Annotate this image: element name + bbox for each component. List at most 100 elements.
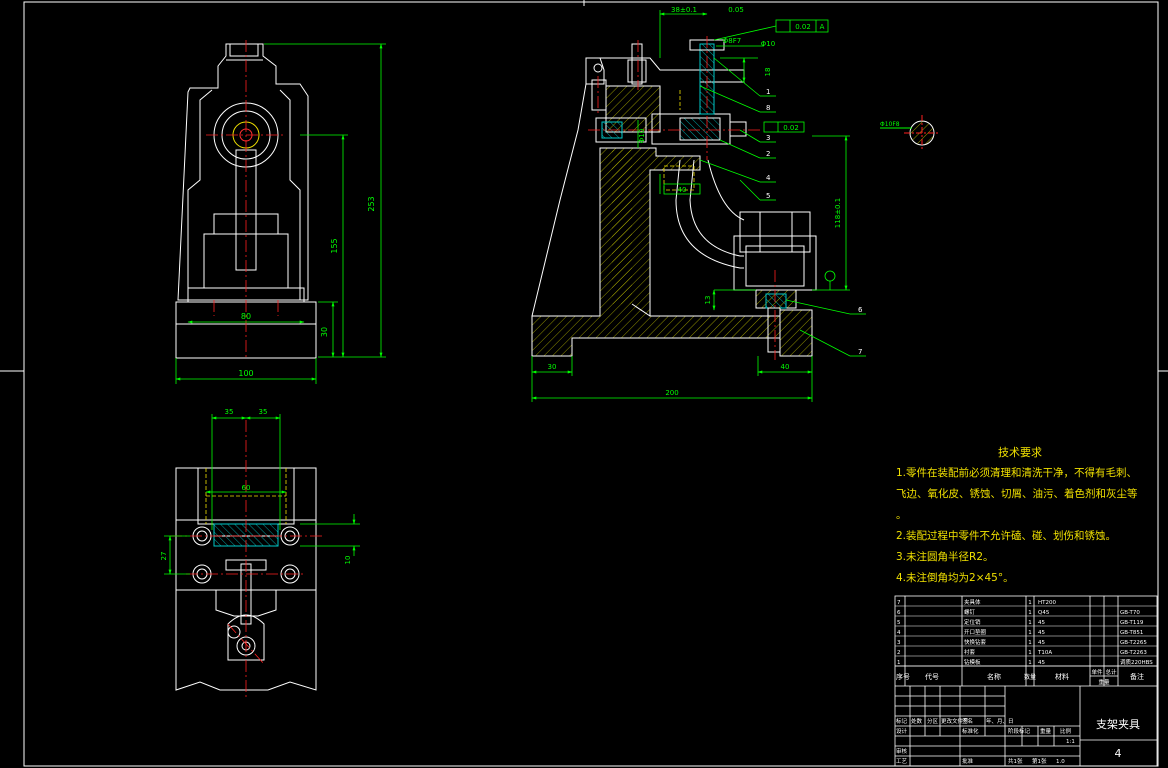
balloon-labels: 1 8 3 2 4 5 6 7 xyxy=(766,88,863,356)
parts-cell-material: 45 xyxy=(1038,660,1045,666)
dim-left-half: 35 xyxy=(225,408,234,416)
balloon-3: 3 xyxy=(766,134,770,142)
parts-cell-name: 钻模板 xyxy=(964,658,981,666)
dim-top-tol: 0.05 xyxy=(728,6,744,14)
dim-overall-width: 100 xyxy=(238,369,253,378)
tb-weight: 重量 xyxy=(1040,727,1052,735)
parts-cell-note: GB-T2265 xyxy=(1120,640,1147,646)
drawing-number: 4 xyxy=(1115,747,1122,760)
dim-bore2: Φ10 xyxy=(761,40,775,48)
dim-base-height: 30 xyxy=(320,327,329,337)
tb-sheets: 共1张 xyxy=(1008,757,1023,765)
header-material: 材料 xyxy=(1055,672,1069,681)
sheet-border xyxy=(23,1,1159,767)
header-weight: 重量 xyxy=(1098,678,1110,686)
balloon-1: 1 xyxy=(766,88,770,96)
top-view-dims xyxy=(164,414,360,575)
tb-approve: 批准 xyxy=(962,757,974,765)
balloon-8: 8 xyxy=(766,104,770,112)
dim-small: 40 xyxy=(678,186,687,194)
parts-cell-qty: 1 xyxy=(1028,620,1032,626)
gdt-datum: A xyxy=(820,23,825,31)
tb-sheet: 第1张 xyxy=(1032,757,1047,765)
parts-cell-no: 4 xyxy=(897,630,901,636)
tb-process: 工艺 xyxy=(896,758,908,765)
detail-section: Φ10F8 xyxy=(880,115,940,151)
tech-req-line: 飞边、氧化皮、锈蚀、切屑、油污、着色剂和灰尘等 xyxy=(896,488,1138,500)
tb-date: 年、月、日 xyxy=(986,717,1014,725)
parts-cell-note: 调质220HBS xyxy=(1120,658,1153,666)
gdt-value: 0.02 xyxy=(795,23,811,31)
section-view-centerlines xyxy=(588,36,776,360)
dim-overall-width-section: 200 xyxy=(665,389,678,397)
header-unit-weight: 单件 xyxy=(1091,668,1103,676)
dim-top-offset: 38±0.1 xyxy=(671,6,697,14)
header-qty: 数量 xyxy=(1024,673,1036,681)
parts-cell-no: 7 xyxy=(897,600,901,606)
tech-req-line: 2.装配过程中零件不允许磕、碰、划伤和锈蚀。 xyxy=(896,530,1117,542)
parts-cell-no: 6 xyxy=(897,610,901,616)
parts-cell-qty: 1 xyxy=(1028,660,1032,666)
balloon-7: 7 xyxy=(858,348,862,356)
tech-req-line: 3.未注圆角半径R2。 xyxy=(896,551,994,563)
top-view-centerlines xyxy=(170,420,322,700)
balloon-6: 6 xyxy=(858,306,863,314)
parts-cell-no: 2 xyxy=(897,650,901,656)
dim-right-base: 40 xyxy=(781,363,790,371)
section-view-hidden xyxy=(663,90,695,191)
parts-list-grid xyxy=(894,595,1158,767)
tb-sign: 签名 xyxy=(962,717,973,725)
tb-scale-label: 比例 xyxy=(1060,727,1072,735)
dim-mid-height: 155 xyxy=(330,238,339,253)
parts-cell-name: 夹具体 xyxy=(964,598,981,606)
tb-zone: 分区 xyxy=(927,717,939,725)
tb-stage-mark: 阶段标记 xyxy=(1008,727,1031,735)
parts-cell-no: 5 xyxy=(897,620,901,626)
dim-overall-height: 253 xyxy=(367,196,376,211)
header-note: 备注 xyxy=(1130,672,1144,681)
parts-cell-qty: 1 xyxy=(1028,610,1032,616)
parts-cell-name: 衬套 xyxy=(964,648,976,656)
tech-req-line: 。 xyxy=(896,509,907,521)
front-view-dims xyxy=(175,43,386,384)
tb-review: 审核 xyxy=(896,747,908,755)
dim-right-half: 35 xyxy=(259,408,268,416)
parts-cell-material: HT200 xyxy=(1038,600,1056,606)
parts-cell-note: GB-T119 xyxy=(1120,620,1144,626)
dim-bore-left: Φ10 xyxy=(638,129,646,143)
tb-design: 设计 xyxy=(896,727,908,735)
parts-cell-name: 螺钉 xyxy=(964,608,976,616)
parts-cell-material: 45 xyxy=(1038,620,1045,626)
balloon-5: 5 xyxy=(766,192,770,200)
parts-cell-qty: 1 xyxy=(1028,630,1032,636)
detail-label: Φ10F8 xyxy=(880,121,900,128)
section-view-dims xyxy=(531,10,866,402)
dim-right-height: 118±0.1 xyxy=(834,198,842,228)
dim-parallel: 0.02 xyxy=(783,124,799,132)
parts-cell-note: GB-T70 xyxy=(1120,610,1140,616)
section-view xyxy=(531,39,817,357)
parts-cell-material: T10A xyxy=(1037,650,1052,656)
dim-bore1: Φ8F7 xyxy=(723,37,741,45)
tech-req-line: 1.零件在装配前必须清理和清洗干净，不得有毛刺、 xyxy=(896,467,1138,479)
parts-cell-note: GB-T851 xyxy=(1120,630,1143,636)
parts-cell-qty: 1 xyxy=(1028,650,1032,656)
tb-count: 处数 xyxy=(911,717,923,725)
parts-cell-no: 1 xyxy=(897,660,901,666)
header-code: 代号 xyxy=(925,672,939,681)
balloon-4: 4 xyxy=(766,174,771,182)
technical-requirements: 技术要求 1.零件在装配前必须清理和清洗干净，不得有毛刺、 飞边、氧化皮、锈蚀、… xyxy=(896,442,1158,589)
parts-cell-no: 3 xyxy=(897,640,901,646)
parts-cell-qty: 1 xyxy=(1028,600,1032,606)
parts-cell-qty: 1 xyxy=(1028,640,1032,646)
header-name: 名称 xyxy=(987,672,1001,681)
header-total-weight: 总计 xyxy=(1105,668,1117,676)
drawing-title: 支架夹具 xyxy=(1096,718,1140,731)
dim-inner-width: 80 xyxy=(241,312,251,321)
tb-scale-value: 1:1 xyxy=(1066,739,1075,745)
tech-req-title: 技术要求 xyxy=(998,446,1042,459)
tb-change-doc: 更改文件号 xyxy=(941,717,969,725)
dim-18: 18 xyxy=(764,68,772,77)
